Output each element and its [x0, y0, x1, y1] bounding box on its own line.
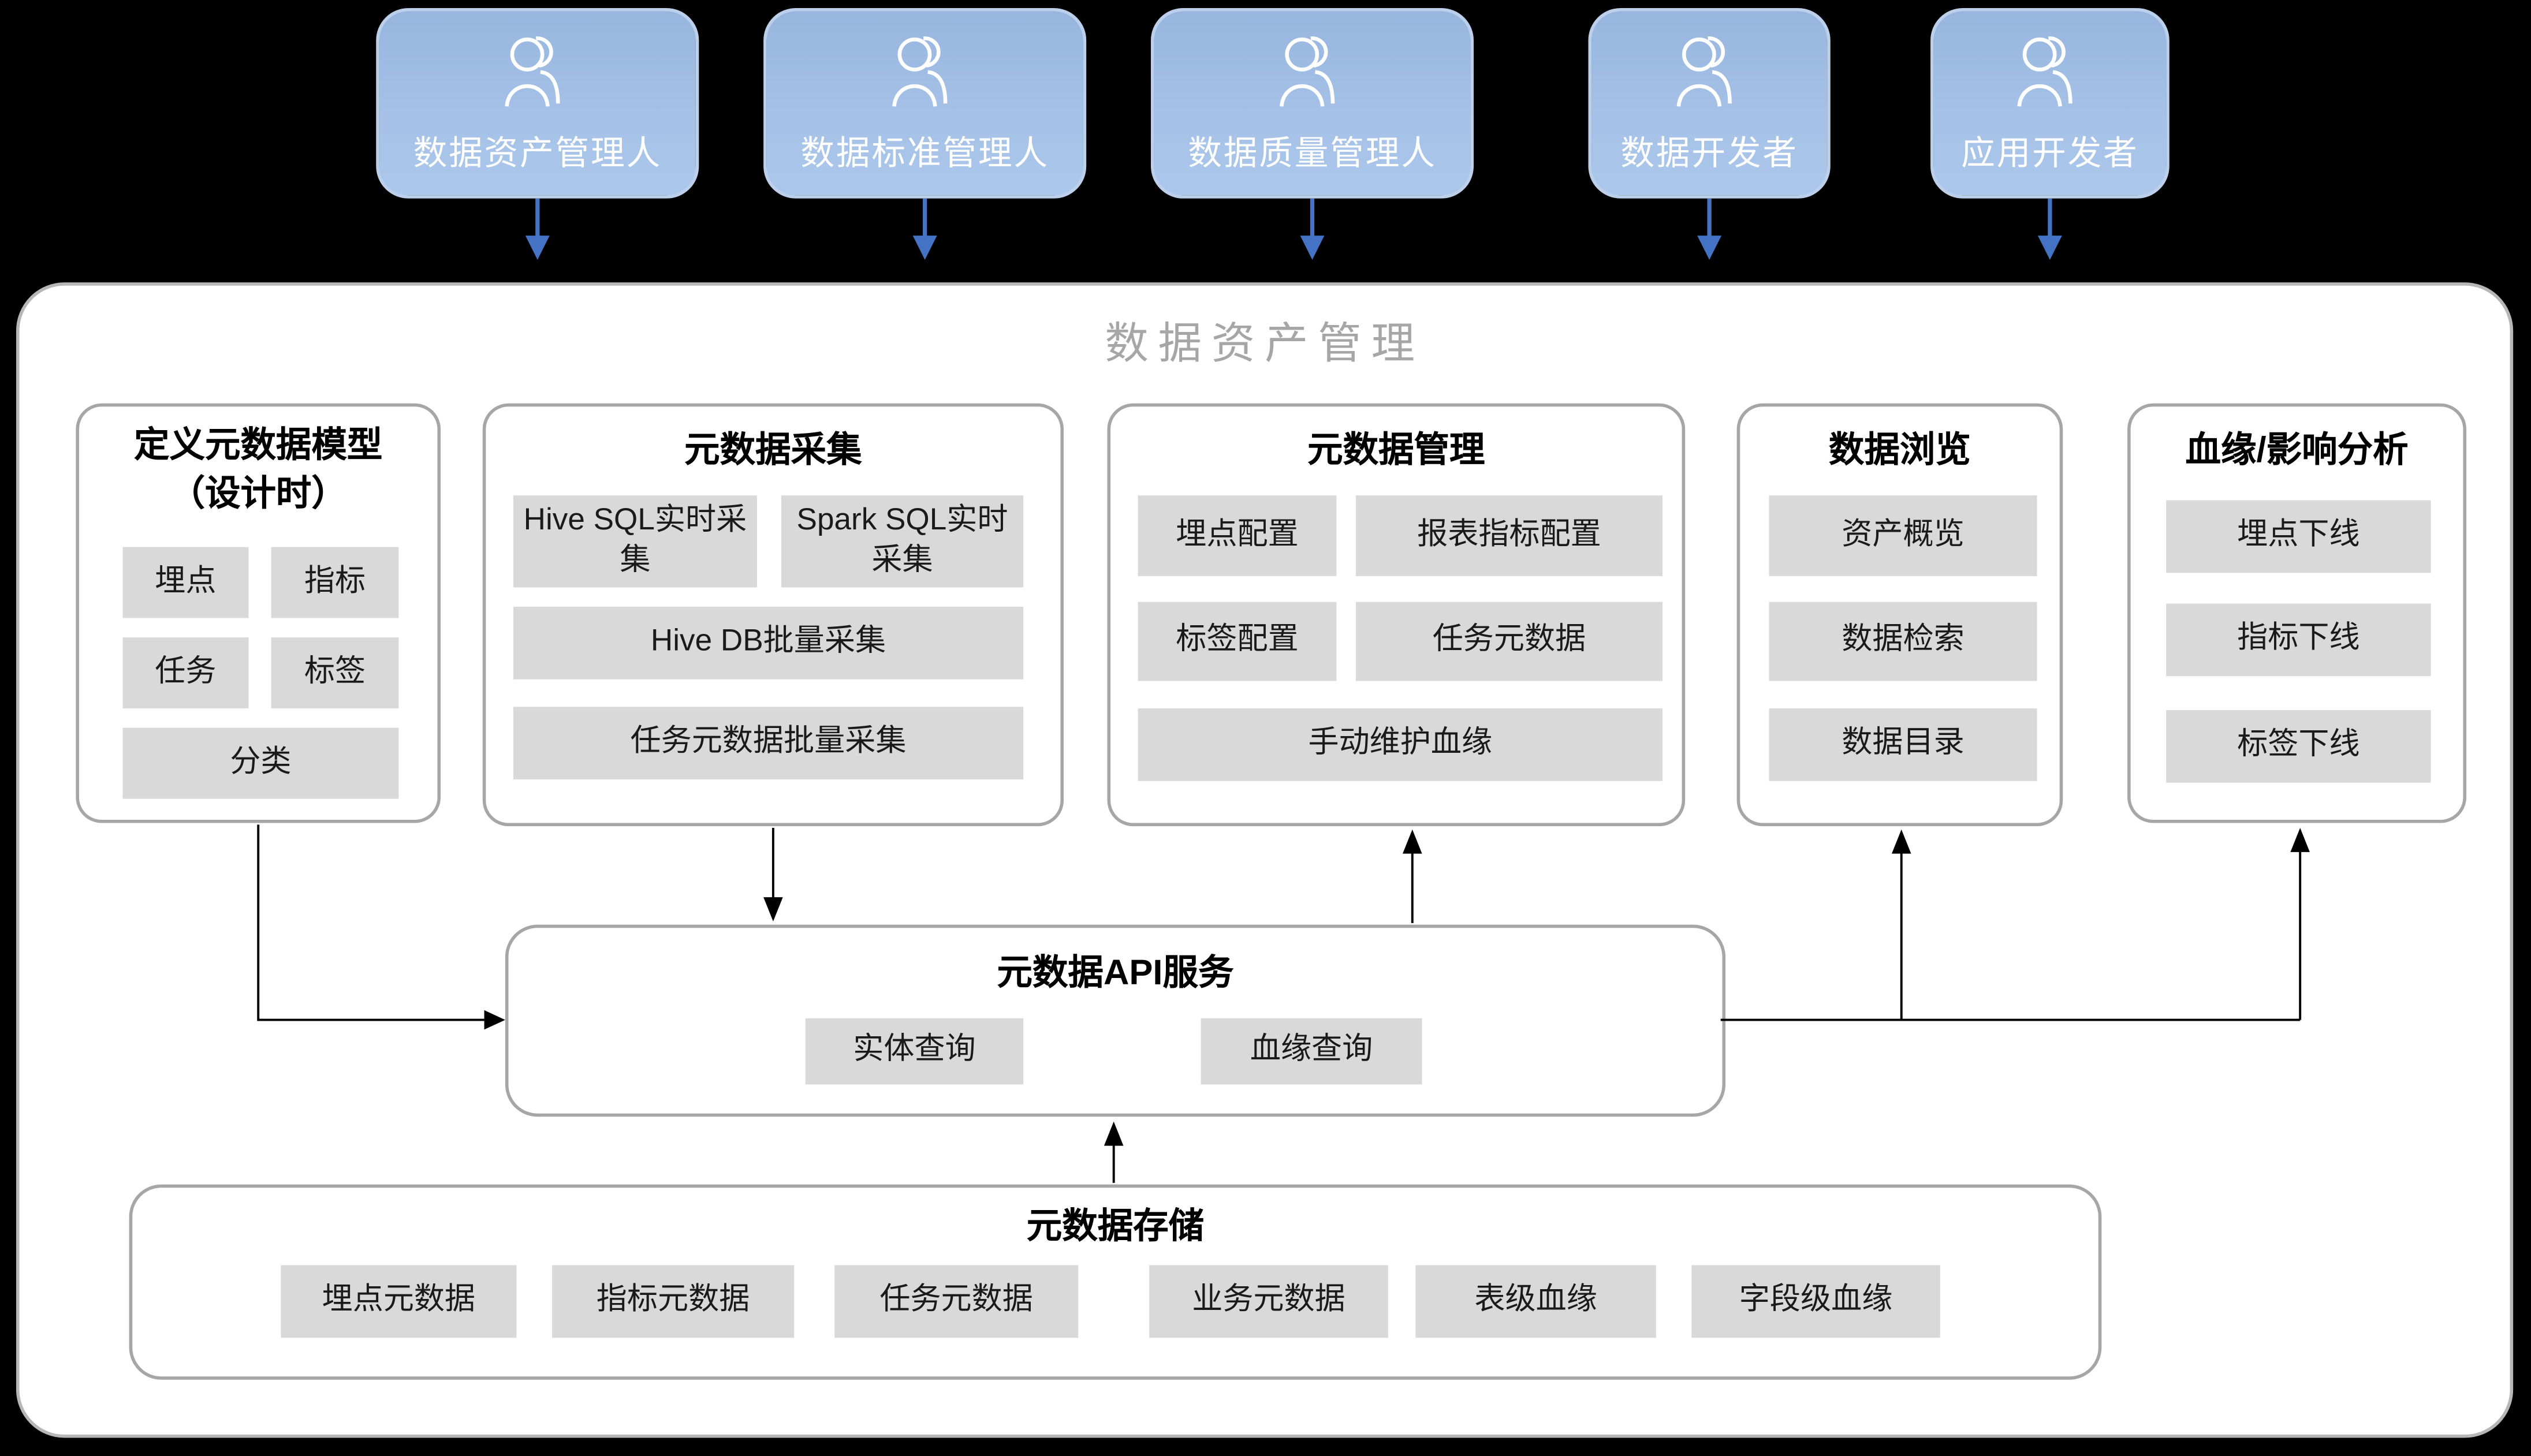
- chip-asset-overview: 资产概览: [1769, 495, 2037, 576]
- module-title: 定义元数据模型 （设计时）: [133, 424, 383, 513]
- actor-label: 数据质量管理人: [1188, 135, 1437, 173]
- api-service-title: 元数据API服务: [997, 952, 1234, 993]
- metadata-storage-title: 元数据存储: [1026, 1205, 1205, 1246]
- chip-hive-db-batch: Hive DB批量采集: [513, 606, 1024, 680]
- chip-buried-point: 埋点: [122, 547, 249, 618]
- two-people-outline-icon: [505, 36, 560, 107]
- actor-card-data-asset-manager: 数据资产管理人: [376, 8, 699, 199]
- actor-label: 数据资产管理人: [413, 135, 662, 173]
- chip-field-level-lineage: 字段级血缘: [1691, 1265, 1940, 1338]
- chip-metric-metadata: 指标元数据: [551, 1265, 795, 1338]
- actor-card-app-developer: 应用开发者: [1930, 8, 2170, 199]
- chip-hive-sql-realtime: Hive SQL实时采集: [513, 495, 757, 588]
- arrow-down-icon: [1697, 198, 1722, 260]
- module-metadata-management: 元数据管理 埋点配置 报表指标配置 标签配置 任务元数据 手动维护血缘: [1107, 403, 1686, 827]
- actor-card-data-developer: 数据开发者: [1588, 8, 1831, 199]
- metadata-storage-box: 元数据存储 埋点元数据 指标元数据 任务元数据 业务元数据 表级血缘 字段级血缘: [129, 1184, 2102, 1380]
- arrow-down-icon: [525, 198, 550, 260]
- arrow-down-icon: [2037, 198, 2062, 260]
- chip-table-level-lineage: 表级血缘: [1415, 1265, 1656, 1338]
- chip-metric-offline: 指标下线: [2166, 603, 2431, 677]
- two-people-outline-icon: [1676, 36, 1732, 107]
- module-lineage-impact-analysis: 血缘/影响分析 埋点下线 指标下线 标签下线: [2127, 403, 2467, 823]
- chip-lineage-query: 血缘查询: [1201, 1018, 1422, 1085]
- api-service-box: 元数据API服务 实体查询 血缘查询: [505, 924, 1726, 1117]
- module-metadata-collection: 元数据采集 Hive SQL实时采集 Spark SQL实时采集 Hive DB…: [482, 403, 1064, 827]
- chip-category: 分类: [122, 727, 399, 799]
- module-title: 数据浏览: [1828, 429, 1971, 470]
- chip-task-metadata: 任务元数据: [834, 1265, 1079, 1338]
- chip-task-metadata: 任务元数据: [1355, 602, 1663, 681]
- module-title: 元数据采集: [684, 429, 862, 470]
- actor-label: 数据标准管理人: [800, 135, 1049, 173]
- chip-metric: 指标: [271, 547, 399, 618]
- chip-data-search: 数据检索: [1769, 602, 2037, 681]
- actor-card-data-quality-manager: 数据质量管理人: [1150, 8, 1474, 199]
- two-people-outline-icon: [1280, 36, 1335, 107]
- chip-data-catalog: 数据目录: [1769, 708, 2037, 781]
- chip-report-metric-config: 报表指标配置: [1355, 495, 1663, 576]
- chip-buried-point-metadata: 埋点元数据: [281, 1265, 517, 1338]
- actor-label: 应用开发者: [1961, 135, 2139, 173]
- chip-buried-point-offline: 埋点下线: [2166, 500, 2431, 573]
- chip-buried-point-config: 埋点配置: [1138, 495, 1337, 576]
- chip-entity-query: 实体查询: [805, 1018, 1024, 1085]
- chip-tag: 标签: [271, 637, 399, 709]
- module-title: 元数据管理: [1307, 429, 1485, 470]
- chip-tag-config: 标签配置: [1138, 602, 1337, 681]
- two-people-outline-icon: [2017, 36, 2072, 107]
- arrow-down-icon: [1300, 198, 1325, 260]
- chip-tag-offline: 标签下线: [2166, 710, 2431, 783]
- chip-spark-sql-realtime: Spark SQL实时采集: [781, 495, 1024, 588]
- actor-card-data-standard-manager: 数据标准管理人: [763, 8, 1087, 199]
- chip-task-metadata-batch: 任务元数据批量采集: [513, 707, 1024, 780]
- two-people-outline-icon: [892, 36, 948, 107]
- module-define-metadata-model: 定义元数据模型 （设计时） 埋点 指标 任务 标签 分类: [76, 403, 441, 823]
- arrow-down-icon: [912, 198, 937, 260]
- chip-manual-lineage: 手动维护血缘: [1138, 708, 1663, 781]
- module-title: 血缘/影响分析: [2185, 429, 2409, 470]
- chip-business-metadata: 业务元数据: [1149, 1265, 1388, 1338]
- main-title: 数据资产管理: [1105, 319, 1425, 368]
- chip-task: 任务: [122, 637, 249, 709]
- actor-label: 数据开发者: [1620, 135, 1798, 173]
- module-data-browse: 数据浏览 资产概览 数据检索 数据目录: [1736, 403, 2063, 827]
